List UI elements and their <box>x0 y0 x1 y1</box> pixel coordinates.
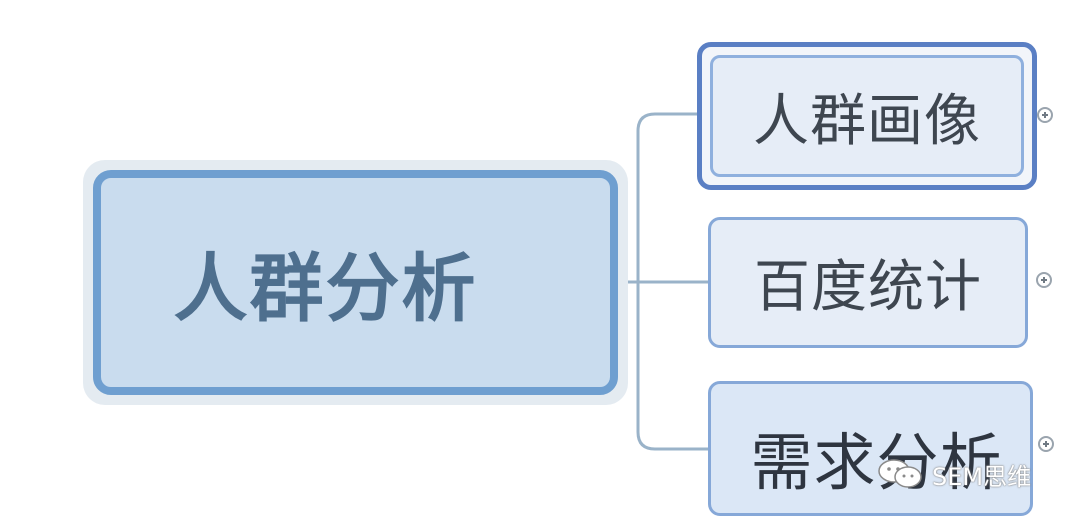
topic-node-2-label: 百度统计 <box>754 255 982 320</box>
expand-icon[interactable] <box>1038 436 1054 452</box>
expand-icon[interactable] <box>1036 272 1052 288</box>
topic-node-1-selection: 人群画像 <box>710 55 1024 177</box>
topic-node-1[interactable]: 人群画像 <box>697 42 1037 190</box>
topic-node-1-label: 人群画像 <box>753 88 981 154</box>
watermark: SEM思维 <box>876 456 1031 492</box>
topic-node-3-label: 需求分析 <box>750 425 1003 499</box>
watermark-text: SEM思维 <box>932 462 1032 491</box>
root-topic[interactable]: 人群分析 <box>83 160 628 405</box>
wechat-icon <box>878 459 922 488</box>
root-topic-box: 人群分析 <box>93 170 618 395</box>
topic-node-2[interactable]: 百度统计 <box>708 217 1028 348</box>
expand-icon[interactable] <box>1037 107 1053 123</box>
root-topic-label: 人群分析 <box>173 246 478 332</box>
topic-node-3[interactable]: 需求分析 <box>708 381 1033 516</box>
